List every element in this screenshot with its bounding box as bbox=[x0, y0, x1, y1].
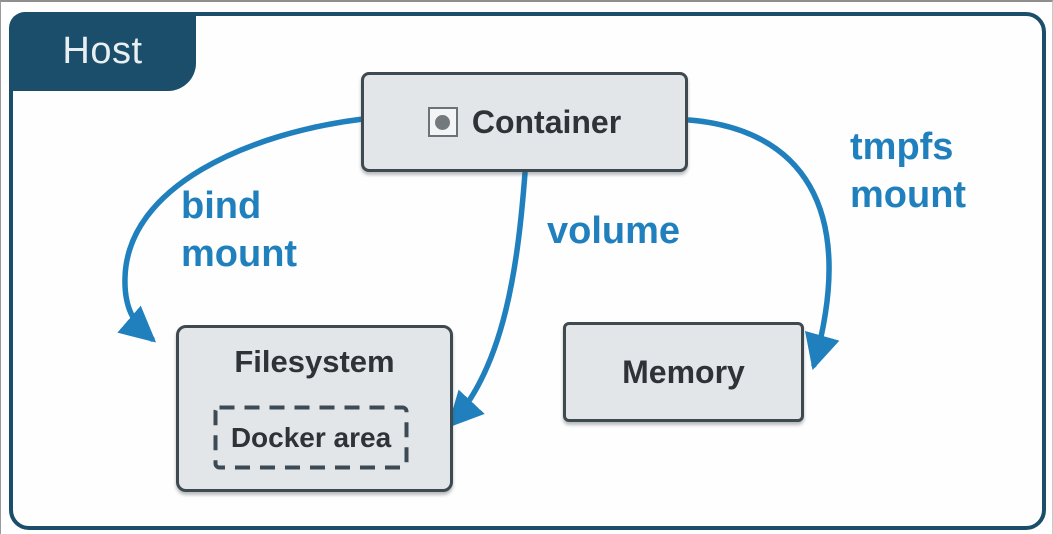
filesystem-label: Filesystem bbox=[234, 344, 395, 379]
volume-label-line1: volume bbox=[547, 210, 681, 252]
docker-area-label: Docker area bbox=[230, 421, 392, 453]
memory-node: Memory bbox=[563, 322, 804, 422]
container-dot-icon bbox=[427, 107, 458, 137]
host-tab: Host bbox=[9, 12, 196, 91]
bind-mount-label-line1: bind bbox=[181, 185, 262, 227]
tmpfs-mount-label-line1: tmpfs bbox=[850, 126, 954, 168]
container-node: Container bbox=[361, 72, 688, 172]
volume-label: volume bbox=[547, 208, 680, 256]
docker-area-node: Docker area bbox=[213, 405, 409, 470]
host-label: Host bbox=[62, 30, 143, 72]
bind-mount-label-line2: mount bbox=[181, 232, 298, 275]
tmpfs-mount-label: tmpfs mount bbox=[850, 124, 966, 219]
tmpfs-mount-label-line2: mount bbox=[850, 173, 967, 216]
docker-area-dashed-border bbox=[213, 405, 409, 470]
bind-mount-label: bind mount bbox=[181, 183, 297, 278]
container-label: Container bbox=[471, 103, 622, 140]
filesystem-node: Filesystem Docker area bbox=[176, 325, 453, 492]
memory-label: Memory bbox=[622, 353, 745, 390]
